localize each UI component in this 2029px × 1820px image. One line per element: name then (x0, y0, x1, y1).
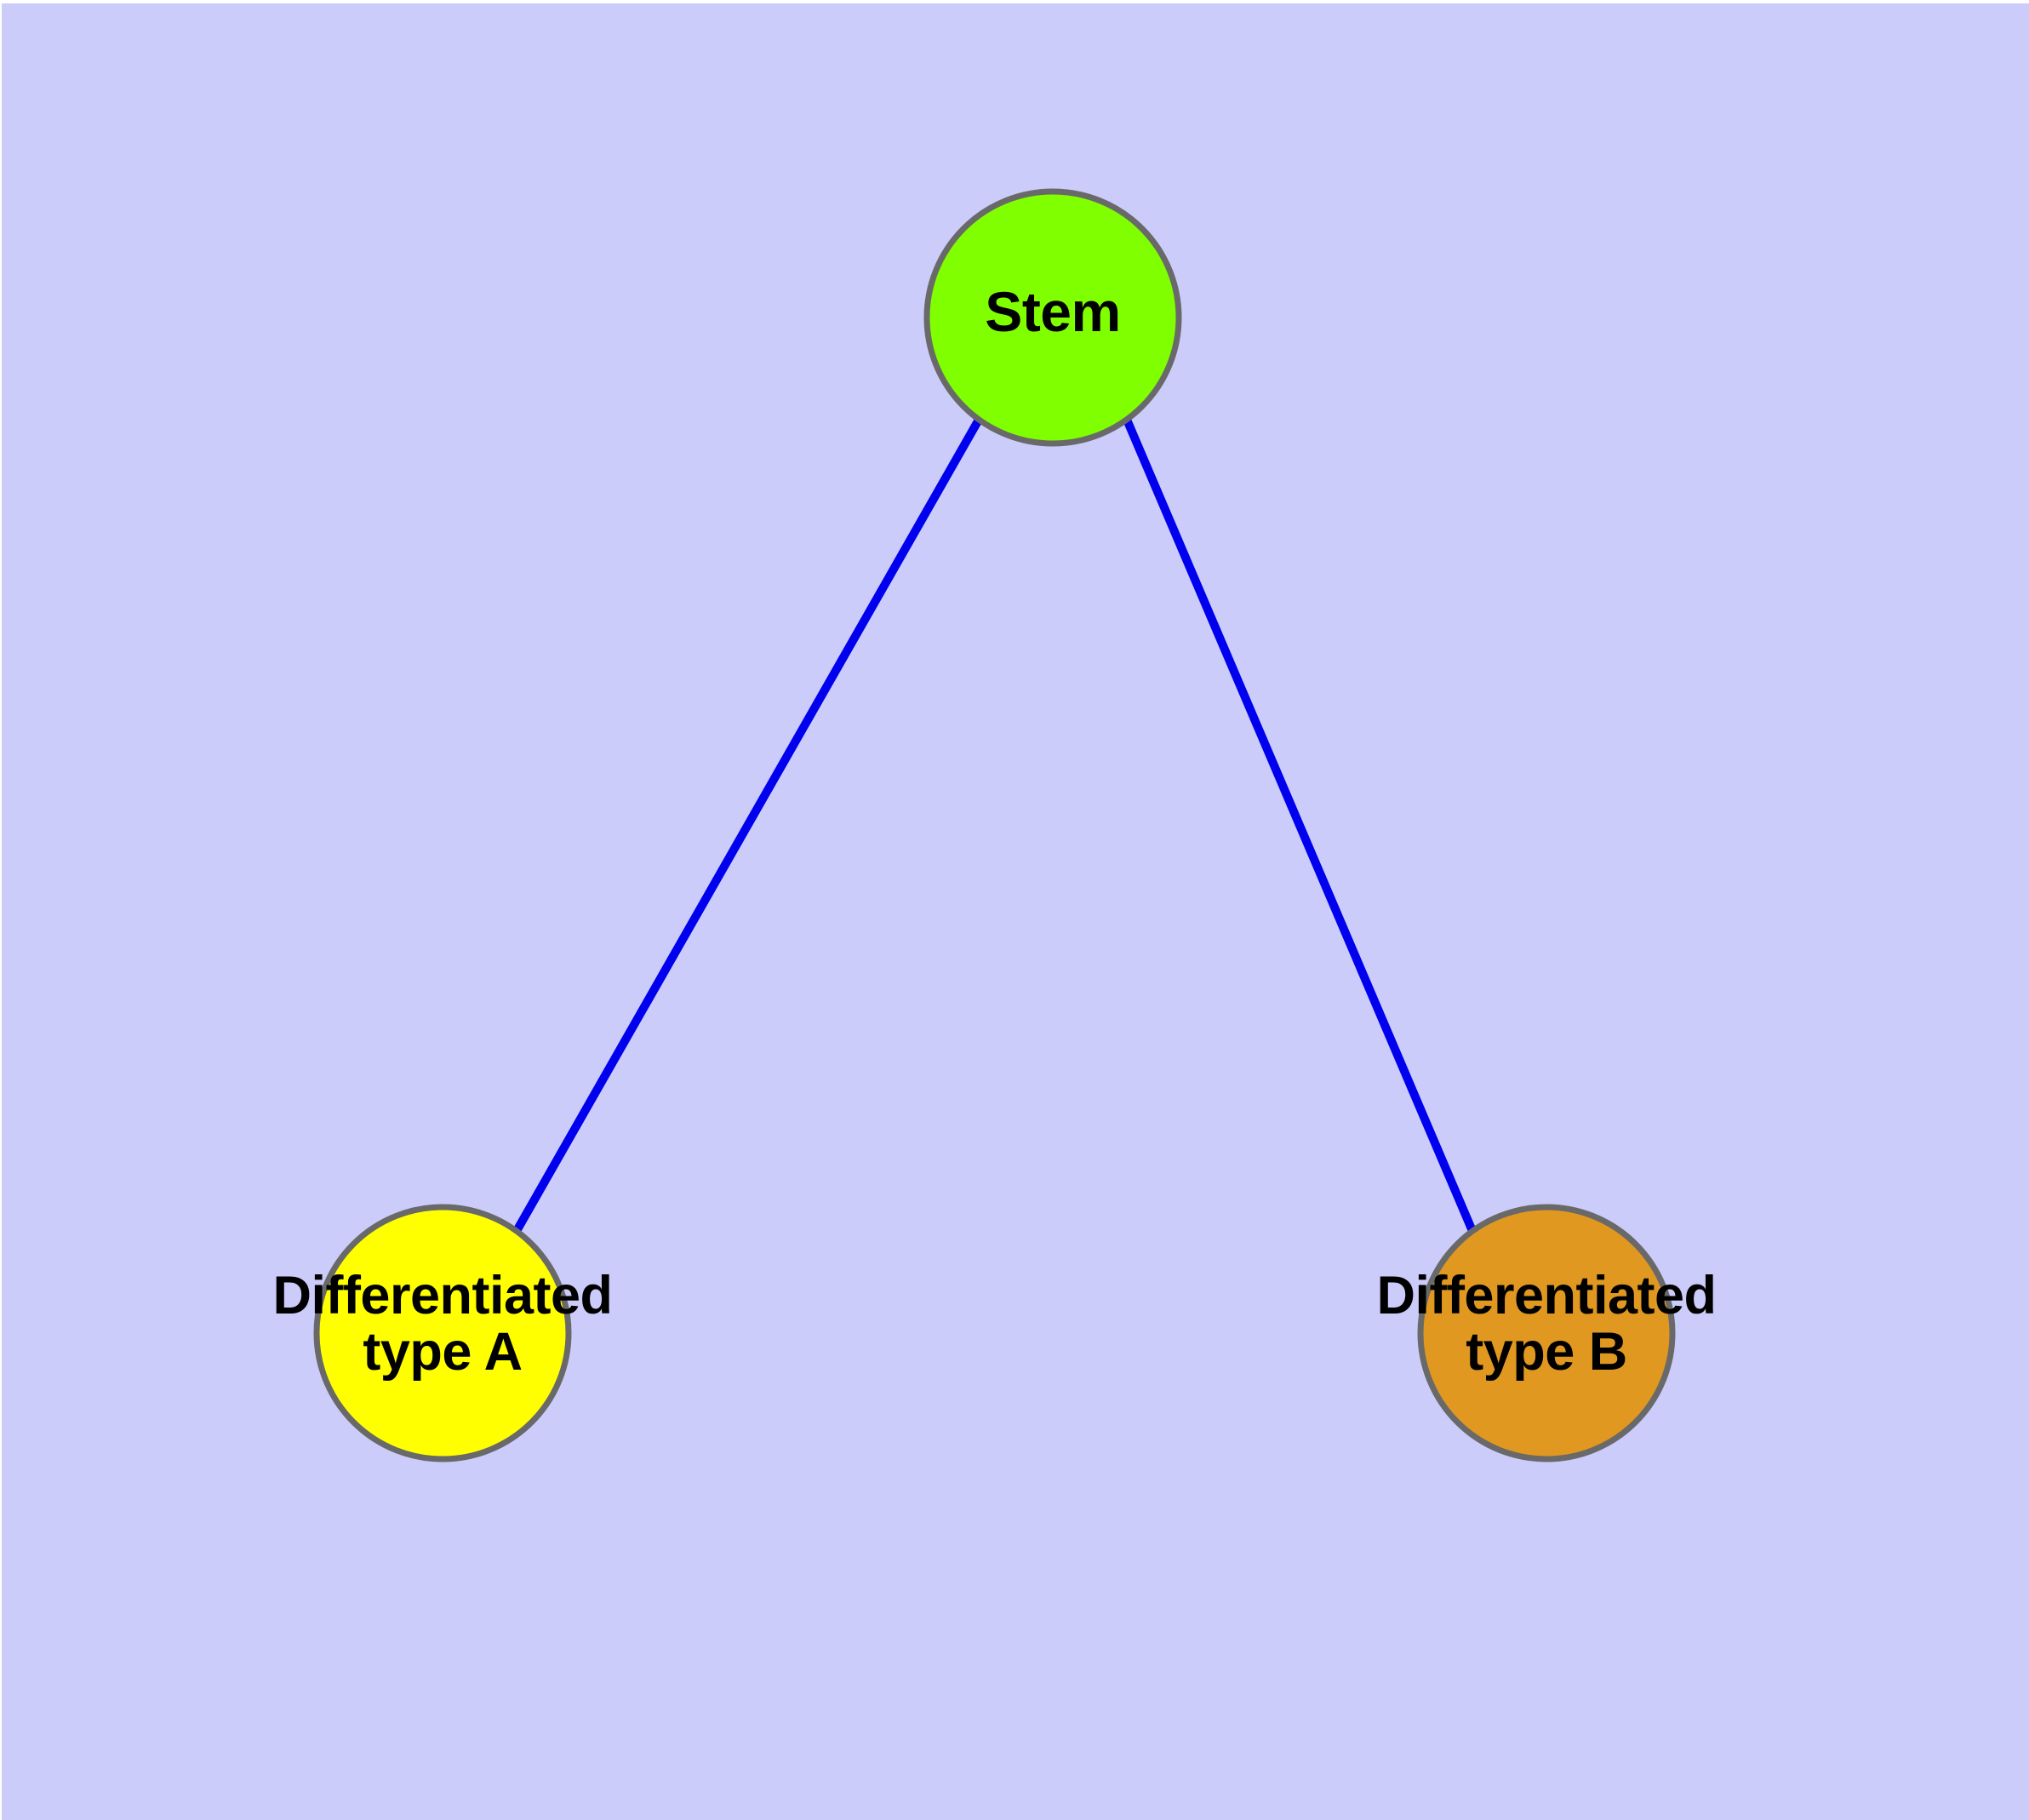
node-differentiated-type-b[interactable] (1417, 1204, 1676, 1462)
node-stem[interactable] (923, 188, 1182, 447)
edge-stem-to-differentiated-type-a[interactable] (512, 417, 983, 1233)
node-group (313, 188, 1676, 1462)
node-differentiated-type-a[interactable] (313, 1204, 572, 1462)
edge-stem-to-differentiated-type-b[interactable] (1123, 418, 1477, 1233)
edge-group (512, 417, 1477, 1233)
